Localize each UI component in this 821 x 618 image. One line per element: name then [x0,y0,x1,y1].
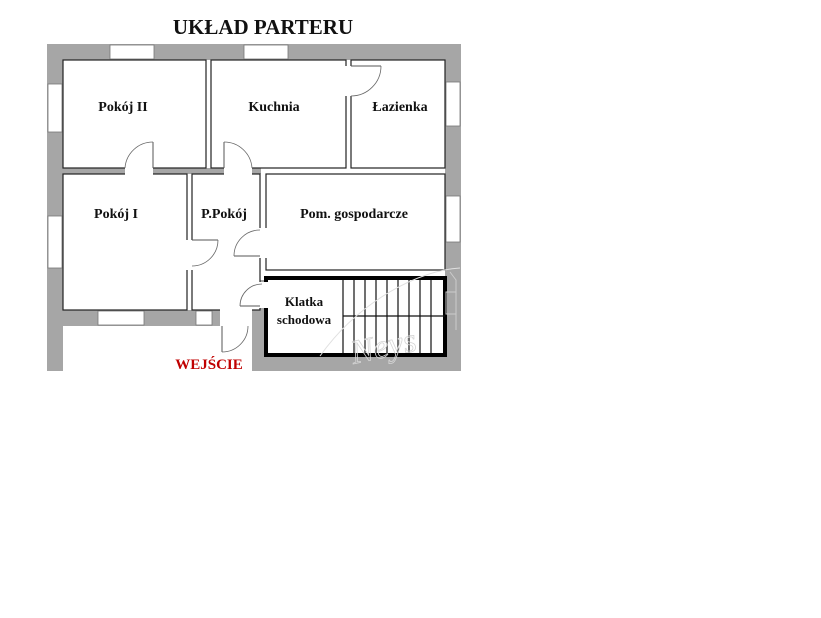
label-pokoj-i: Pokój I [94,207,138,222]
door-klatka [239,282,268,308]
page-title: UKŁAD PARTERU [173,15,353,39]
label-klatka-line1: Klatka [285,294,324,309]
entrance-label: WEJŚCIE [175,356,243,373]
rooms [62,59,447,357]
windows [47,44,461,326]
door-pom-gospodarcze [233,228,268,258]
window-pom-gospodarcze-right [445,195,461,243]
window-pokoj-i-left [47,215,63,269]
staircase [342,271,457,353]
room-kuchnia [210,59,347,169]
room-przedpokoj [191,173,261,311]
room-pokoj-ii [62,59,207,169]
doors [124,65,382,353]
door-lazienka [345,65,382,97]
room-pom-gospodarcze [265,173,446,271]
stair-treads-lower [342,316,432,353]
label-pokoj-ii: Pokój II [98,100,147,115]
label-pom-gospodarcze: Pom. gospodarcze [300,207,408,222]
window-kuchnia-top [243,44,289,60]
label-kuchnia: Kuchnia [248,100,299,115]
door-kuchnia [223,141,253,176]
window-pokoj-i-bottom [97,310,145,326]
door-pokoj-ii [124,141,154,176]
window-pokoj-ii-top [109,44,155,60]
stair-treads-upper [342,280,432,316]
label-lazienka: Łazienka [372,100,427,115]
window-pokoj-ii-left [47,83,63,133]
room-pokoj-i [62,173,188,311]
door-entrance [195,308,252,353]
window-lazienka-right [445,81,461,127]
room-lazienka [350,59,446,169]
label-klatka-line2: schodowa [277,312,332,327]
label-przedpokoj: P.Pokój [201,207,247,222]
door-pokoj-i [184,239,219,270]
